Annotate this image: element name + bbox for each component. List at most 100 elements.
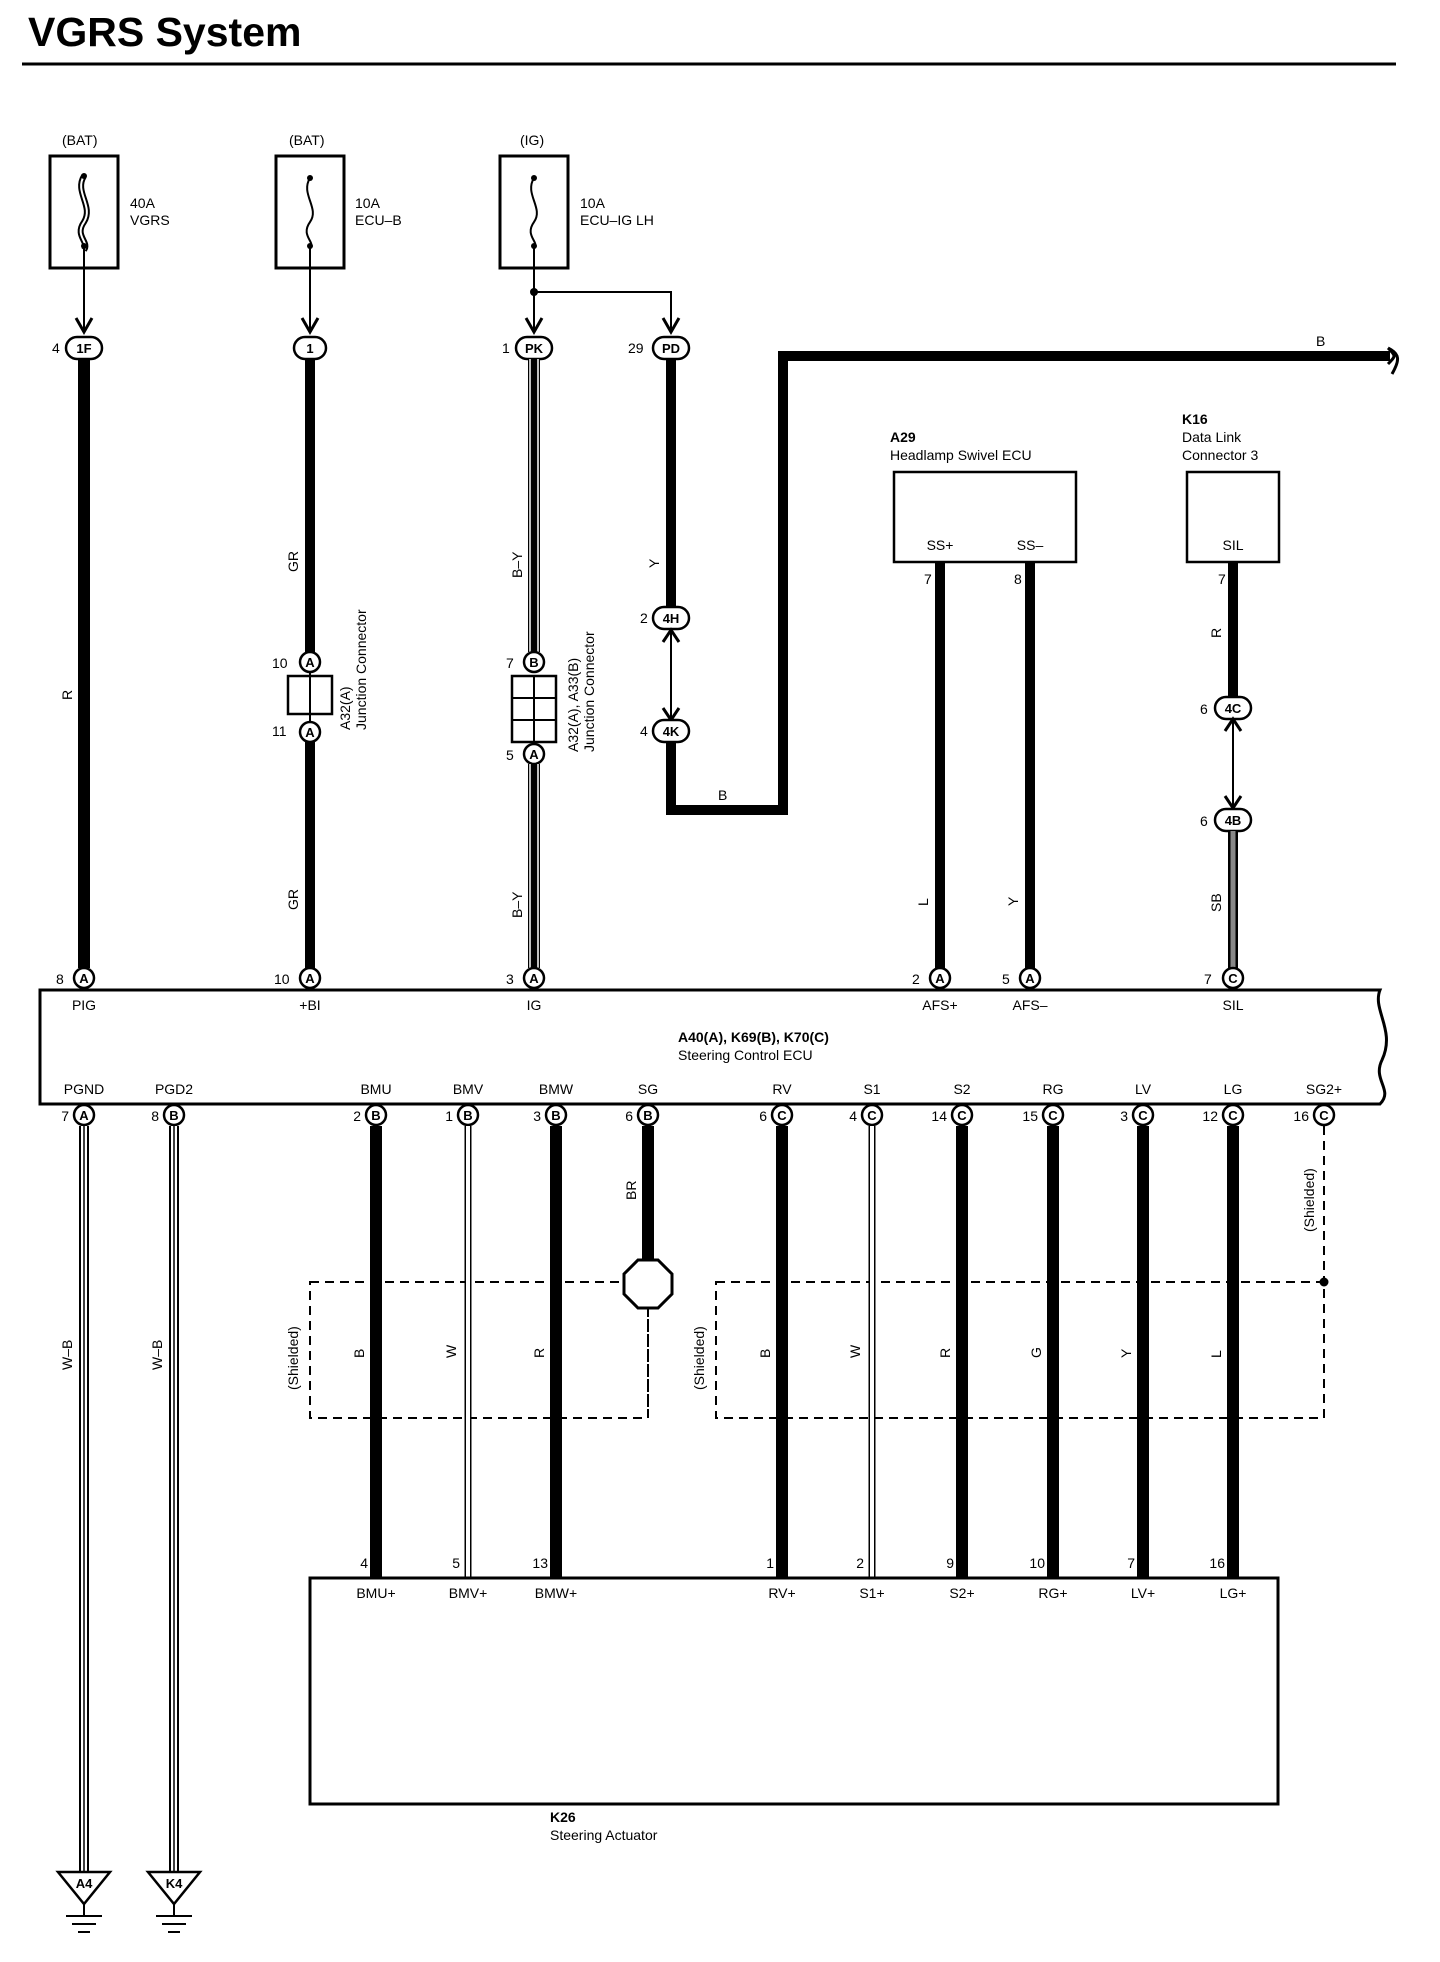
svg-text:PGD2: PGD2	[155, 1081, 193, 1097]
svg-text:C: C	[867, 1108, 877, 1123]
actuator-pin: 7	[1127, 1555, 1135, 1571]
svg-text:SIL: SIL	[1222, 997, 1243, 1013]
fuse-name: ECU–IG LH	[580, 212, 654, 228]
svg-text:1: 1	[445, 1108, 453, 1124]
shield-box-sensor	[715, 1281, 1325, 1419]
svg-text:2: 2	[353, 1108, 361, 1124]
wire-color-label: B–Y	[509, 891, 525, 918]
wire-ig-lower	[528, 764, 540, 968]
wire-ig-upper	[528, 359, 540, 652]
ground-a4: A4	[55, 1870, 113, 1933]
actuator-pin: 10	[1029, 1555, 1045, 1571]
svg-text:8: 8	[56, 971, 64, 987]
actuator-pin: 5	[452, 1555, 460, 1571]
wire-color-label: Y	[1005, 896, 1021, 906]
wire-color-label: B	[757, 1349, 773, 1358]
actuator-terminal-name: BMU+	[356, 1585, 395, 1601]
junction-connector-a32-a33: 7 B 5 A A32(A), A33(B) Junction Connecto…	[506, 631, 597, 766]
svg-text:A4: A4	[76, 1876, 93, 1891]
shield-ground-octagon-icon	[622, 1258, 674, 1310]
svg-text:8: 8	[151, 1108, 159, 1124]
junction-connector-a32: 10 A 11 A A32(A) Junction Connector	[272, 609, 369, 744]
svg-text:5: 5	[1002, 971, 1010, 987]
wire-color-label: GR	[285, 551, 301, 572]
svg-text:AFS–: AFS–	[1012, 997, 1047, 1013]
connector-arrow-pair	[661, 627, 681, 723]
svg-text:S2: S2	[953, 1081, 970, 1097]
svg-text:7: 7	[506, 655, 514, 671]
svg-text:S1: S1	[863, 1081, 880, 1097]
svg-text:2: 2	[912, 971, 920, 987]
fuse-ecu-b: (BAT) 10A ECU–B	[274, 132, 402, 270]
wire-color-label: B	[351, 1349, 367, 1358]
ground-k4: K4	[145, 1870, 203, 1933]
svg-text:Junction Connector: Junction Connector	[353, 609, 369, 730]
svg-text:B: B	[551, 1108, 560, 1123]
steering-actuator: K26 Steering Actuator	[308, 1576, 1280, 1843]
svg-text:16: 16	[1293, 1108, 1309, 1124]
svg-text:SG: SG	[638, 1081, 658, 1097]
fuse-link-icon	[529, 177, 538, 249]
actuator-terminal-name: LG+	[1220, 1585, 1247, 1601]
fuse-source-label: (BAT)	[289, 132, 325, 148]
connector-1: 1	[292, 335, 328, 361]
wire-color-label: Y	[1118, 1348, 1134, 1358]
actuator-terminal-name: S2+	[949, 1585, 974, 1601]
actuator-terminal-name: LV+	[1131, 1585, 1155, 1601]
svg-text:11: 11	[272, 723, 287, 739]
actuator-pin: 4	[360, 1555, 368, 1571]
svg-text:PIG: PIG	[72, 997, 96, 1013]
svg-text:12: 12	[1202, 1108, 1218, 1124]
svg-text:10: 10	[272, 655, 288, 671]
svg-text:7: 7	[61, 1108, 69, 1124]
svg-text:A: A	[305, 725, 315, 740]
svg-text:A32(A), A33(B): A32(A), A33(B)	[565, 658, 581, 752]
svg-text:Headlamp Swivel ECU: Headlamp Swivel ECU	[890, 447, 1032, 463]
page-title: VGRS System	[28, 9, 301, 55]
svg-text:A: A	[935, 971, 945, 986]
svg-text:7: 7	[1218, 571, 1226, 587]
wire-color-label: Y	[646, 558, 662, 568]
svg-text:A29: A29	[890, 429, 916, 445]
svg-text:SS–: SS–	[1017, 537, 1044, 553]
svg-text:A: A	[79, 1108, 89, 1123]
svg-text:6: 6	[625, 1108, 633, 1124]
svg-text:LV: LV	[1135, 1081, 1152, 1097]
ecu-id: A40(A), K69(B), K70(C)	[678, 1029, 829, 1045]
svg-text:RV: RV	[772, 1081, 792, 1097]
svg-text:7: 7	[1204, 971, 1212, 987]
svg-text:IG: IG	[527, 997, 542, 1013]
svg-text:14: 14	[931, 1108, 947, 1124]
wire-color-label: SB	[1208, 893, 1224, 912]
actuator-pin: 16	[1209, 1555, 1225, 1571]
actuator-name: Steering Actuator	[550, 1827, 658, 1843]
wire-color-label: G	[1028, 1347, 1044, 1358]
svg-text:Data Link: Data Link	[1182, 429, 1242, 445]
svg-text:1: 1	[306, 341, 313, 356]
svg-text:B: B	[169, 1108, 178, 1123]
wire-color-label: B–Y	[509, 551, 525, 578]
actuator-terminal-name: RV+	[768, 1585, 795, 1601]
svg-text:B: B	[371, 1108, 380, 1123]
steering-control-ecu: A40(A), K69(B), K70(C) Steering Control …	[38, 988, 1388, 1106]
svg-text:C: C	[1319, 1108, 1329, 1123]
svg-text:SS+: SS+	[927, 537, 954, 553]
wire-color-label: L	[1208, 1350, 1224, 1358]
svg-text:PGND: PGND	[64, 1081, 104, 1097]
svg-text:4: 4	[52, 340, 60, 356]
fuse-amps: 10A	[580, 195, 606, 211]
svg-text:4C: 4C	[1225, 701, 1242, 716]
wire-color-label: R	[1208, 628, 1224, 638]
